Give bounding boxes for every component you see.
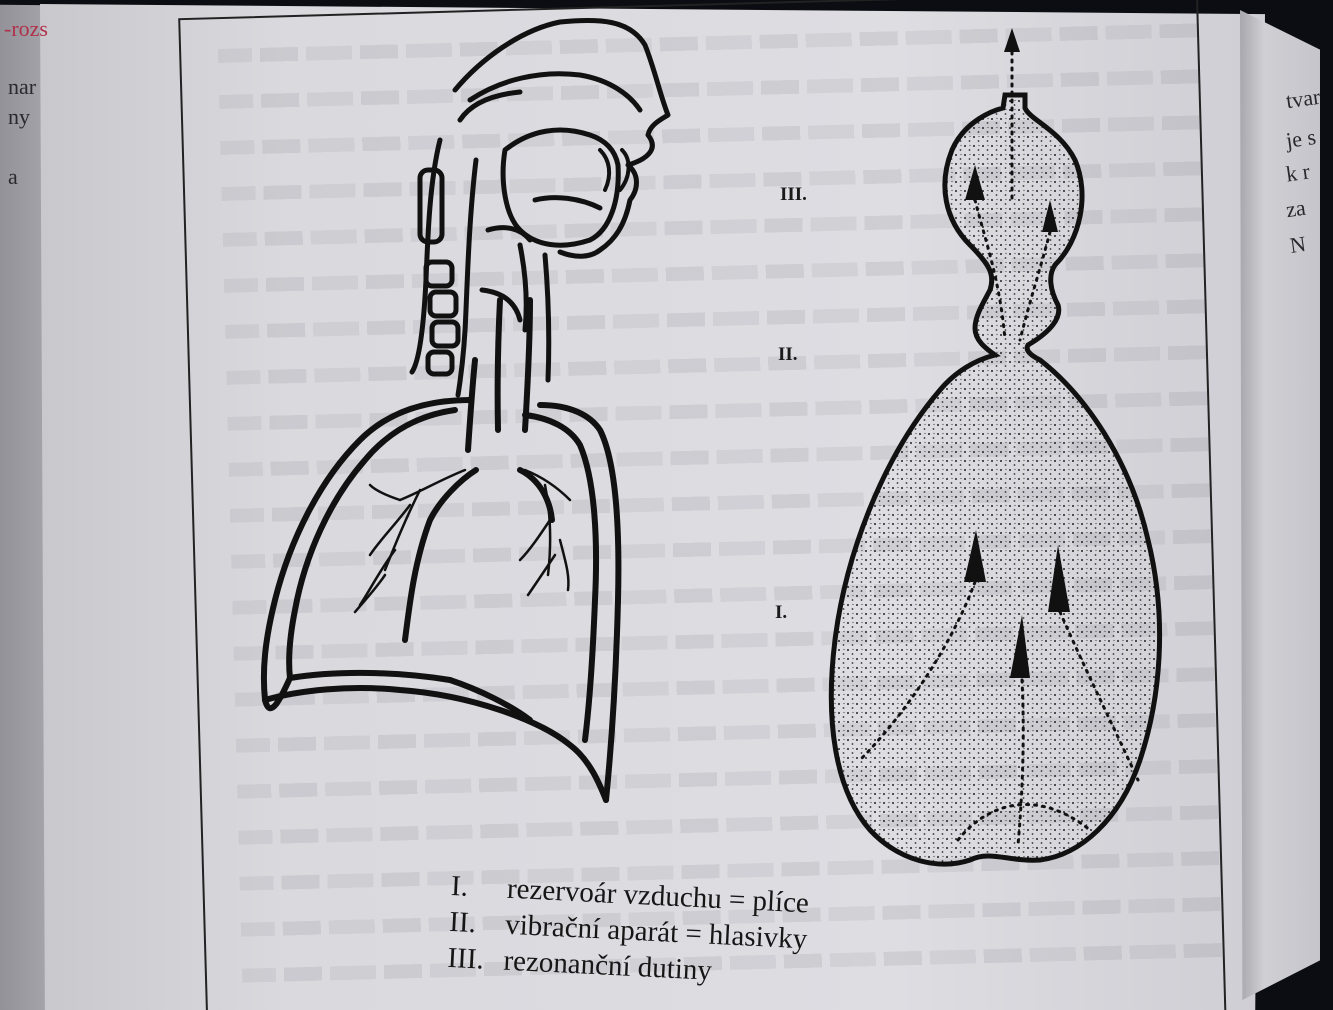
legend-number: I.: [450, 868, 508, 907]
head-section-drawing: [412, 20, 668, 395]
legend-number: II.: [448, 904, 506, 943]
stage-label-II: II.: [778, 344, 798, 366]
stage-label-I: I.: [775, 602, 787, 624]
bronchi-drawing: [355, 470, 570, 612]
stage-label-III: III.: [780, 184, 807, 206]
resonator-schematic: [831, 95, 1159, 864]
legend-number: III.: [447, 940, 505, 979]
